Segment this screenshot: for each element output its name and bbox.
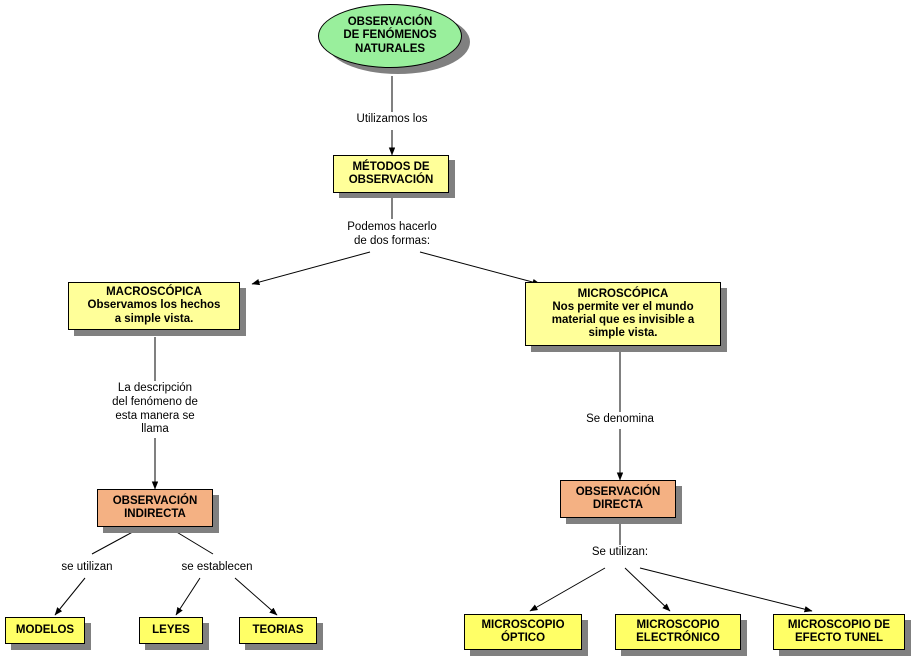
- node-label: MACROSCÓPICA Observamos los hechos a sim…: [87, 286, 221, 325]
- node-label: TEORIAS: [252, 623, 304, 636]
- node-label: OBSERVACIÓN DIRECTA: [575, 485, 661, 511]
- node-teorias[interactable]: TEORIAS: [239, 617, 317, 644]
- edge-label-se-establecen: se establecen: [181, 561, 253, 573]
- node-observacion-indirecta[interactable]: OBSERVACIÓN INDIRECTA: [97, 489, 213, 527]
- node-label: MICROSCÓPICA Nos permite ver el mundo ma…: [551, 287, 695, 340]
- node-observacion-directa[interactable]: OBSERVACIÓN DIRECTA: [560, 480, 676, 518]
- node-leyes[interactable]: LEYES: [139, 617, 203, 644]
- node-microscopica[interactable]: MICROSCÓPICA Nos permite ver el mundo ma…: [525, 282, 721, 346]
- node-microscopio-electronico[interactable]: MICROSCOPIO ELECTRÓNICO: [615, 614, 741, 650]
- node-modelos[interactable]: MODELOS: [5, 617, 85, 644]
- node-label: OBSERVACIÓN INDIRECTA: [112, 494, 198, 520]
- edge-label-se-utilizan-dos: Se utilizan:: [591, 546, 649, 558]
- node-label: LEYES: [152, 623, 190, 636]
- node-label: MÉTODOS DE OBSERVACIÓN: [348, 160, 434, 186]
- node-label: MICROSCOPIO DE EFECTO TUNEL: [787, 618, 891, 644]
- edge-label-utilizamos-los: Utilizamos los: [356, 113, 428, 125]
- node-microscopio-efecto-tunel[interactable]: MICROSCOPIO DE EFECTO TUNEL: [773, 614, 905, 650]
- node-microscopio-optico[interactable]: MICROSCOPIO ÓPTICO: [464, 614, 582, 650]
- node-label: MODELOS: [15, 623, 75, 636]
- node-metodos-de-observacion[interactable]: MÉTODOS DE OBSERVACIÓN: [333, 155, 449, 193]
- node-label: MICROSCOPIO ELECTRÓNICO: [636, 618, 720, 644]
- node-macroscopica[interactable]: MACROSCÓPICA Observamos los hechos a sim…: [68, 282, 240, 330]
- node-observacion-fenomenos-naturales[interactable]: OBSERVACIÓN DE FENÓMENOS NATURALES: [318, 4, 462, 68]
- edge-label-se-denomina: Se denomina: [586, 413, 654, 425]
- edge-label-podemos-hacerlo: Podemos hacerlo de dos formas:: [347, 221, 437, 247]
- edge-label-se-utilizan: se utilizan: [61, 561, 113, 573]
- node-label: MICROSCOPIO ÓPTICO: [481, 618, 565, 644]
- node-label: OBSERVACIÓN DE FENÓMENOS NATURALES: [343, 16, 437, 55]
- edge-label-la-descripcion: La descripción del fenómeno de esta mane…: [112, 382, 198, 436]
